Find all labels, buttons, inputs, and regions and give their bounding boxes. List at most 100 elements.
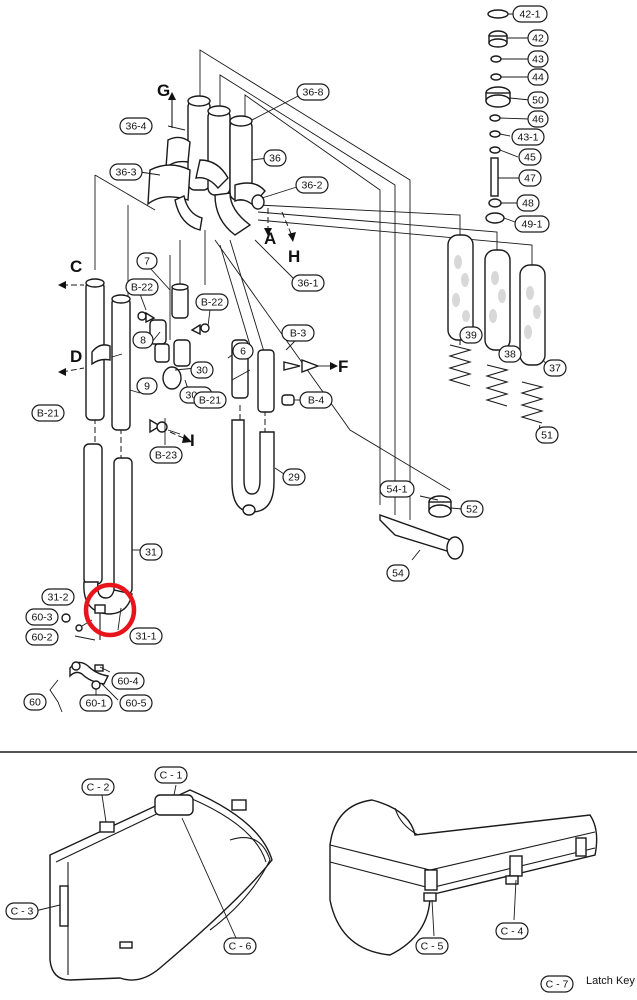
callout-label: 31 [145, 547, 157, 559]
callout-p31-1: 31-1 [129, 627, 163, 645]
callout-label: 6 [240, 346, 246, 358]
callout-label: 42-1 [519, 9, 540, 21]
callout-label: 60-2 [31, 632, 52, 644]
callout-label: C - 7 [546, 979, 569, 991]
callout-label: 42 [532, 33, 544, 45]
callout-label: B-22 [201, 297, 223, 309]
callout-p47: 47 [518, 169, 542, 187]
callout-p60-1: 60-1 [79, 694, 113, 712]
callout-label: 48 [522, 198, 534, 210]
callout-label: 60 [29, 697, 41, 709]
callout-c2: C - 2 [81, 778, 115, 796]
callout-label: 45 [524, 152, 536, 164]
callout-p60-4: 60-4 [111, 672, 145, 690]
callout-label: 9 [144, 381, 150, 393]
callout-p43-1: 43-1 [511, 128, 545, 146]
callout-p36-1: 36-1 [291, 274, 325, 292]
callout-label: 30 [196, 365, 208, 377]
callout-p60-3: 60-3 [25, 608, 59, 626]
assembly-guide-lines [94, 49, 533, 520]
bypass-tube-assembly [379, 495, 464, 561]
callout-label: B-4 [308, 395, 325, 407]
callout-label: C - 2 [87, 782, 110, 794]
part-callouts: 42-1424344504643-145474849-136-836-43636… [5, 5, 574, 993]
callout-p36-3: 36-3 [109, 163, 143, 181]
callout-label: 31-2 [47, 592, 68, 604]
highlight-circle [83, 582, 137, 638]
callout-label: C - 1 [160, 770, 183, 782]
direction-label-g: G [157, 81, 170, 100]
callout-label: 54-1 [386, 484, 407, 496]
callout-label: 52 [466, 504, 478, 516]
callout-p42-1: 42-1 [512, 5, 548, 23]
callout-p50: 50 [527, 91, 549, 109]
callout-p6: 6 [232, 342, 254, 360]
direction-label-d: D [70, 347, 82, 366]
callout-label: 31-1 [135, 631, 156, 643]
callout-p39: 39 [459, 326, 483, 344]
main-tubing-cluster [139, 94, 301, 281]
callout-p45: 45 [518, 148, 542, 166]
callout-p49-1: 49-1 [514, 215, 550, 233]
direction-label-a: A [264, 229, 276, 248]
callout-label: 36 [269, 153, 281, 165]
callout-c7: C - 7 [540, 975, 574, 993]
direction-arrows-left [58, 281, 192, 443]
callout-p54-1: 54-1 [379, 480, 415, 498]
direction-label-f: F [338, 357, 348, 376]
callout-p44: 44 [527, 68, 549, 86]
callout-label: 37 [549, 363, 561, 375]
callout-label: 46 [532, 114, 544, 126]
callout-p54: 54 [386, 564, 410, 582]
callout-pB3: B-3 [281, 324, 315, 342]
callout-p60: 60 [23, 693, 47, 711]
callout-label: 38 [504, 349, 516, 361]
callout-label: 60-5 [125, 698, 146, 710]
callout-p43: 43 [527, 50, 549, 68]
callout-p42: 42 [527, 29, 549, 47]
callout-label: 44 [532, 72, 544, 84]
callout-pB23: B-23 [149, 446, 183, 464]
callout-label: C - 4 [501, 926, 524, 938]
callout-p29: 29 [282, 468, 306, 486]
latch-key-label: Latch Key [586, 975, 635, 987]
callout-label: 7 [144, 256, 150, 268]
callout-pB21b: B-21 [193, 391, 227, 409]
callout-label: 60-4 [117, 676, 138, 688]
callout-label: 29 [288, 472, 300, 484]
callout-c1: C - 1 [154, 766, 188, 784]
callout-label: B-3 [290, 328, 307, 340]
callout-p51: 51 [535, 426, 559, 444]
callout-pB21a: B-21 [31, 404, 65, 422]
callout-label: C - 5 [421, 941, 444, 953]
callout-label: B-23 [155, 450, 177, 462]
callout-pB22a: B-22 [125, 278, 159, 296]
callout-p31: 31 [139, 543, 163, 561]
callout-p36-2: 36-2 [295, 176, 329, 194]
water-key-assembly [49, 604, 122, 713]
callout-label: 36-2 [301, 180, 322, 192]
callout-label: 60-3 [31, 612, 52, 624]
callout-p48: 48 [516, 194, 540, 212]
callout-p37: 37 [543, 359, 567, 377]
callout-label: 39 [465, 330, 477, 342]
callout-label: 54 [392, 568, 404, 580]
callout-label: 49-1 [521, 219, 542, 231]
callout-label: 36-1 [297, 278, 318, 290]
callout-label: 47 [524, 173, 536, 185]
callout-label: B-21 [37, 408, 59, 420]
callout-label: 8 [140, 335, 146, 347]
callout-label: 50 [532, 95, 544, 107]
callout-p36-4: 36-4 [119, 117, 153, 135]
callout-p30: 30 [190, 361, 214, 379]
callout-c6: C - 6 [223, 937, 257, 955]
middle-small-parts [137, 267, 338, 516]
callout-p8: 8 [132, 331, 154, 349]
valve-top-parts [485, 9, 531, 224]
callout-c5: C - 5 [415, 937, 449, 955]
callout-label: B-22 [131, 282, 153, 294]
callout-pB22b: B-22 [195, 293, 229, 311]
callout-label: 51 [541, 430, 553, 442]
direction-arrows-center [168, 92, 296, 242]
